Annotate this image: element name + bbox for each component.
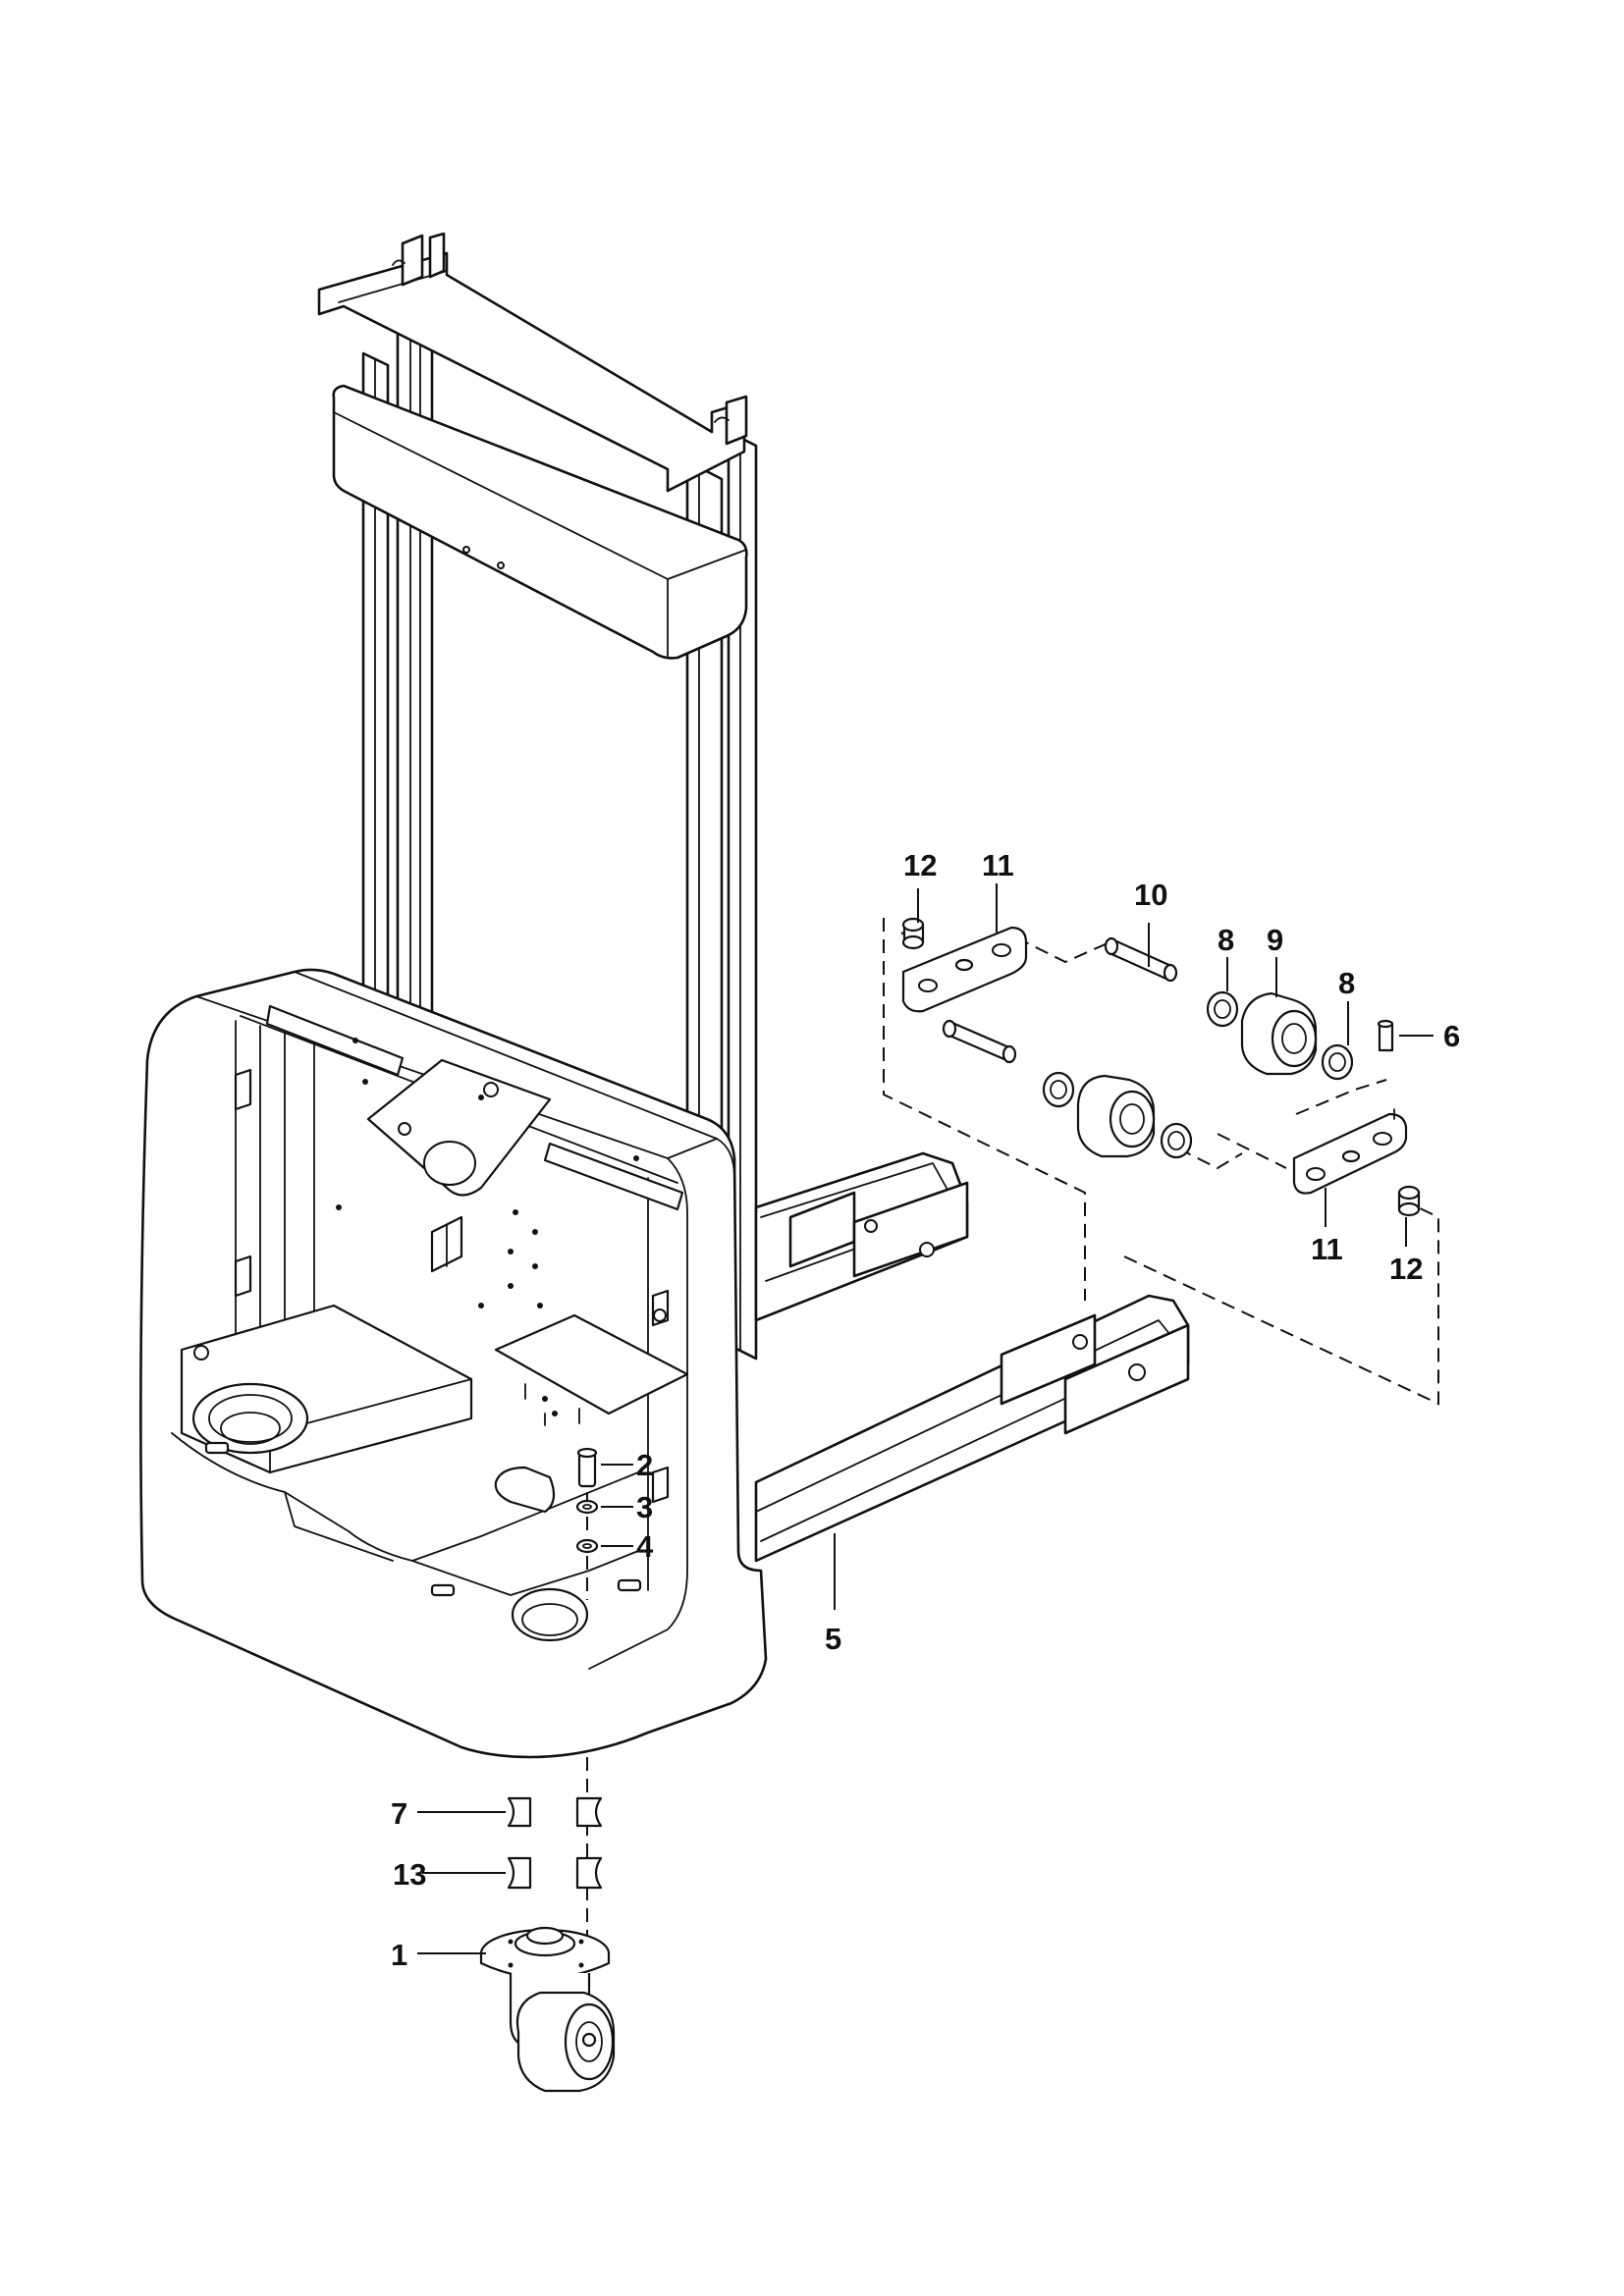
callout-labels: 2 3 4 5 6 7 13 1 8 9 8 10 11 12 11 12	[391, 848, 1460, 1972]
chassis-body	[139, 968, 768, 1759]
screw-and-washers	[575, 1447, 599, 1600]
callout-12-top: 12	[903, 848, 937, 882]
callout-5: 5	[825, 1622, 841, 1656]
callout-13: 13	[393, 1857, 426, 1892]
callout-11-top: 11	[982, 848, 1014, 882]
mast-assembly	[317, 232, 758, 1374]
callout-10: 10	[1134, 878, 1167, 912]
callout-4: 4	[636, 1529, 654, 1564]
callout-12-bottom: 12	[1389, 1252, 1423, 1286]
callout-1: 1	[391, 1938, 407, 1972]
callout-9: 9	[1267, 923, 1283, 957]
callout-7: 7	[391, 1796, 407, 1831]
callout-3: 3	[636, 1490, 653, 1524]
callout-6: 6	[1443, 1019, 1460, 1053]
chassis-holes	[336, 1038, 558, 1416]
callout-8-right: 8	[1338, 966, 1355, 1000]
callout-11-bottom: 11	[1311, 1232, 1343, 1266]
roller-assembly	[883, 917, 1439, 1406]
leader-lines	[417, 883, 1434, 1954]
base-legs	[754, 1151, 1190, 1563]
callout-2: 2	[636, 1448, 653, 1482]
callout-8-left: 8	[1218, 923, 1234, 957]
caster-assembly	[479, 1757, 616, 2093]
